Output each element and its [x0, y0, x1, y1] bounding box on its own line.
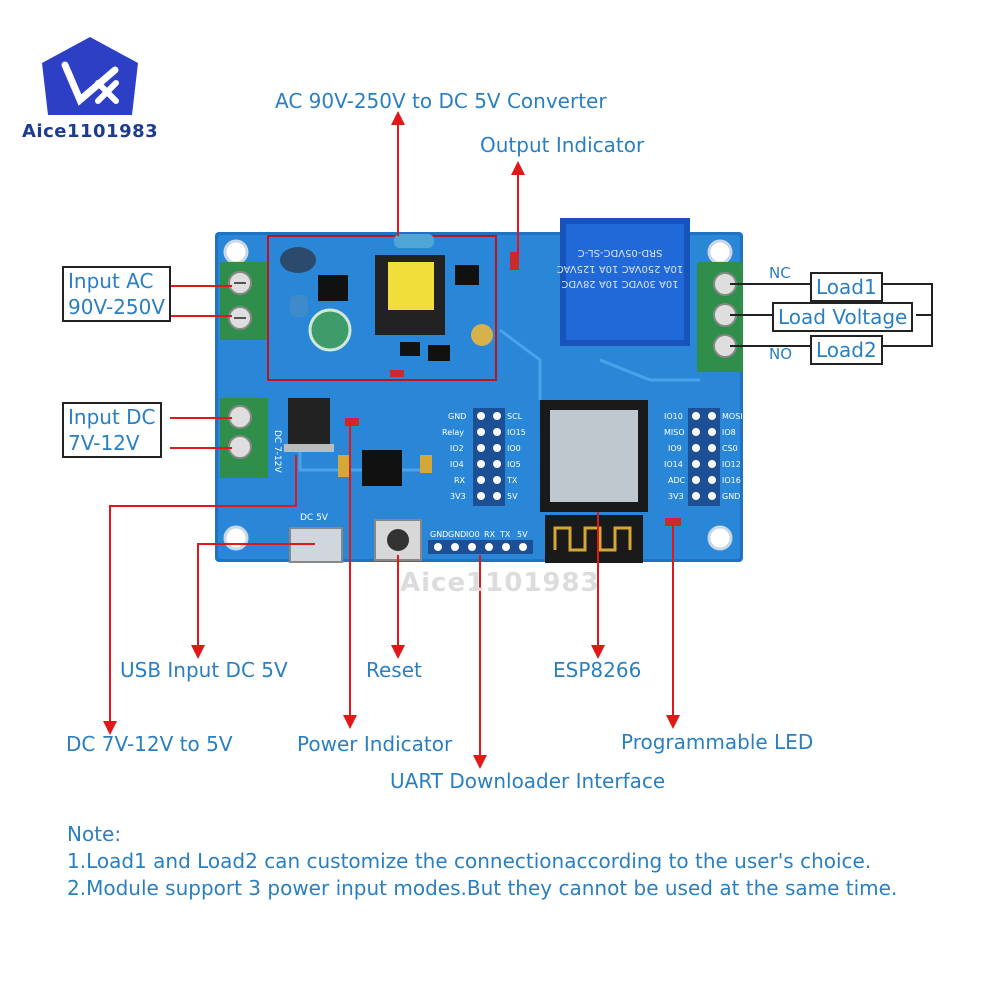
left-pin-4: IO4: [450, 460, 464, 469]
label-dc-regulator: DC 7V-12V to 5V: [66, 732, 233, 756]
label-uart: UART Downloader Interface: [390, 769, 666, 793]
left-pin-2: Relay: [442, 428, 464, 437]
right-pin-b1: MOSI: [722, 412, 743, 421]
right-pin-b4: IO12: [722, 460, 741, 469]
label-output-indicator: Output Indicator: [480, 133, 645, 157]
label-reset: Reset: [366, 658, 422, 682]
label-programmable-led: Programmable LED: [621, 730, 814, 754]
right-pin-b2: IO8: [722, 428, 736, 437]
right-pin-6: 3V3: [668, 492, 684, 501]
uart-pin-4: RX: [484, 530, 496, 539]
left-pin-3: IO2: [450, 444, 464, 453]
right-pin-3: IO9: [668, 444, 682, 453]
uart-pin-2: GND: [448, 530, 466, 539]
right-pin-b3: CS0: [722, 444, 738, 453]
label-nc: NC: [769, 264, 791, 282]
box-input-dc: Input DC 7V-12V: [62, 402, 162, 458]
right-pin-5: ADC: [668, 476, 686, 485]
box-load1: Load1: [810, 272, 883, 302]
left-pin-b2: IO15: [507, 428, 526, 437]
box-input-ac-line2: 90V-250V: [68, 295, 166, 319]
right-pin-b6: GND: [722, 492, 740, 501]
left-pin-b1: SCL: [507, 412, 523, 421]
relay-text-3: 10A 30VDC 10A 28VDC: [561, 278, 678, 289]
box-load2: Load2: [810, 335, 883, 365]
note-line-1: 1.Load1 and Load2 can customize the conn…: [67, 849, 872, 873]
label-no: NO: [769, 345, 793, 363]
right-pin-2: MISO: [664, 428, 685, 437]
left-pin-b6: 5V: [507, 492, 518, 501]
load-connectors: [730, 283, 933, 347]
note-title: Note:: [67, 822, 122, 846]
right-pin-b5: IO16: [722, 476, 741, 485]
uart-pin-1: GND: [430, 530, 448, 539]
box-load-voltage: Load Voltage: [772, 302, 914, 332]
left-pin-b3: IO0: [507, 444, 521, 453]
relay-text-2: 10A 250VAC 10A 125VAC: [557, 263, 684, 274]
converter-highlight: [267, 235, 497, 381]
box-input-dc-line1: Input DC: [68, 405, 156, 429]
left-pin-1: GND: [448, 412, 466, 421]
label-usb-input: USB Input DC 5V: [120, 658, 288, 682]
left-pin-6: 3V3: [450, 492, 466, 501]
logo-text: Aice1101983: [22, 121, 159, 142]
logo-emblem-icon: [42, 37, 138, 115]
note-line-2: 2.Module support 3 power input modes.But…: [67, 876, 898, 900]
dc-input-silkscreen: DC 7-12V: [272, 430, 282, 474]
uart-pin-3: IO0: [466, 530, 480, 539]
left-pin-b4: IO5: [507, 460, 521, 469]
box-input-ac: Input AC 90V-250V: [62, 266, 172, 322]
left-pin-5: RX: [454, 476, 466, 485]
right-pin-4: IO14: [664, 460, 683, 469]
uart-pin-5: TX: [499, 530, 511, 539]
brand-logo: Aice1101983: [20, 35, 160, 150]
label-ac-converter: AC 90V-250V to DC 5V Converter: [275, 89, 607, 113]
uart-pin-6: 5V: [517, 530, 528, 539]
callout-arrows: [103, 111, 680, 769]
box-input-dc-line2: 7V-12V: [68, 431, 140, 455]
watermark: Aice1101983: [400, 568, 600, 598]
label-esp8266: ESP8266: [553, 658, 642, 682]
box-input-ac-line1: Input AC: [68, 269, 154, 293]
pcb-board: SRD-05VDC-SL-C 10A 250VAC 10A 125VAC 10A…: [215, 218, 743, 563]
label-power-indicator: Power Indicator: [297, 732, 453, 756]
relay-text-1: SRD-05VDC-SL-C: [578, 247, 663, 258]
right-pin-1: IO10: [664, 412, 683, 421]
usb-silkscreen: DC 5V: [300, 513, 329, 523]
left-pin-b5: TX: [506, 476, 518, 485]
